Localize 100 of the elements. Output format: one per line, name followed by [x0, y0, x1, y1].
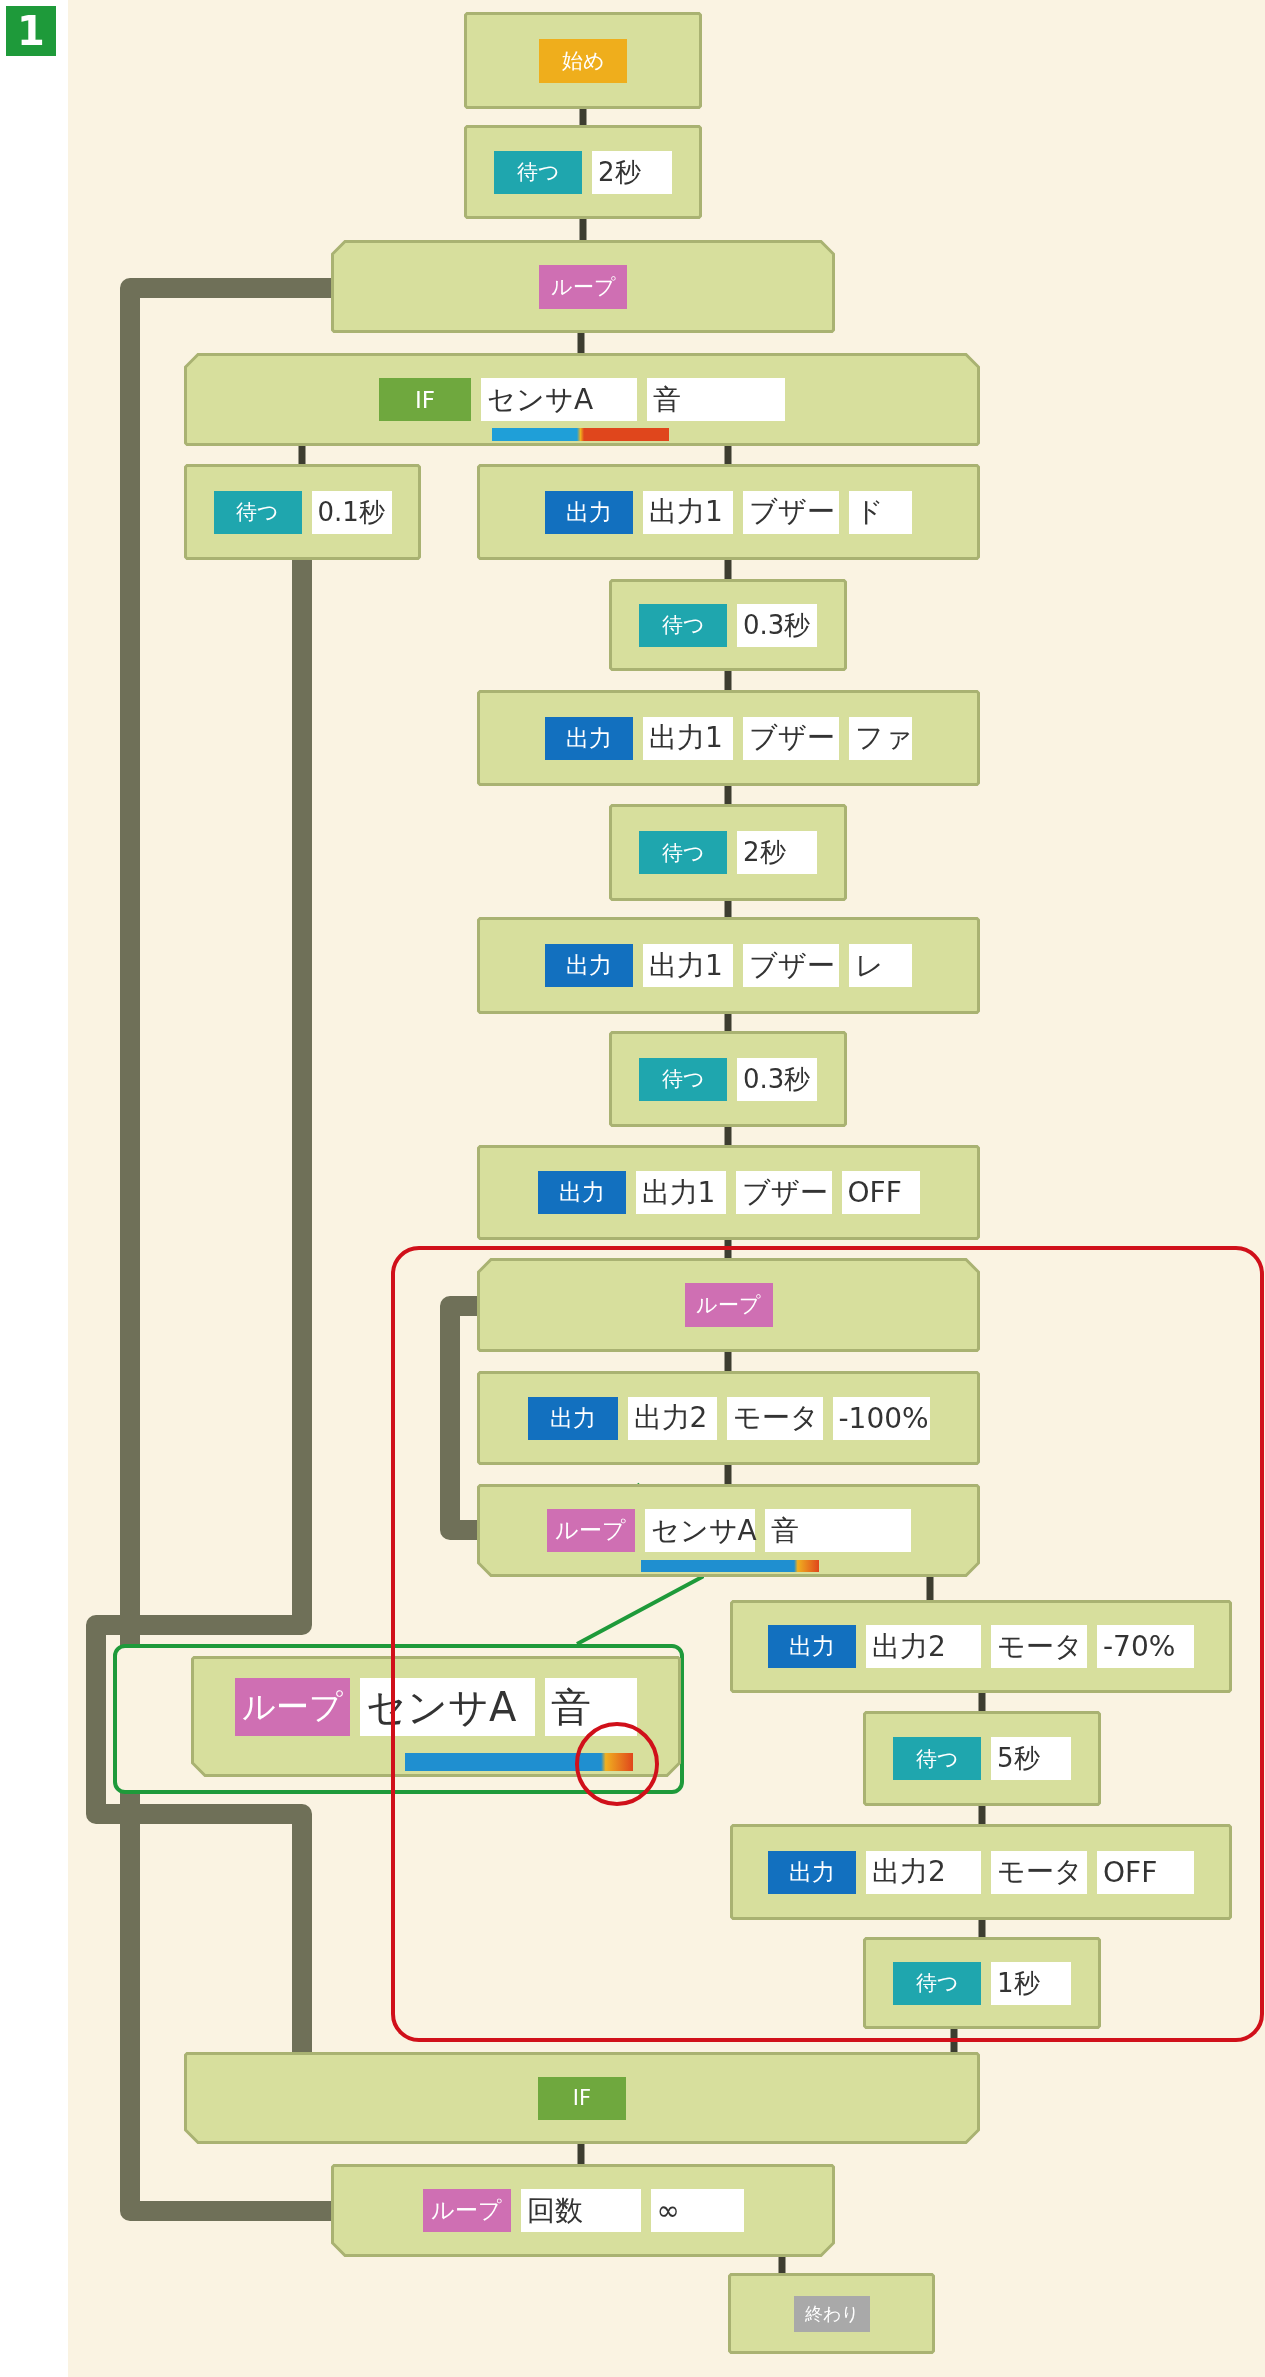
- program-block: [477, 917, 980, 1014]
- program-block: [863, 1711, 1101, 1806]
- value-field: ド: [849, 490, 912, 534]
- program-block: [191, 1656, 681, 1777]
- command-tag: 出力: [545, 490, 633, 534]
- program-block: [477, 464, 980, 560]
- connector-tab: [579, 219, 587, 240]
- loop-line: [86, 560, 312, 2052]
- program-block: [184, 464, 421, 560]
- program-block: [477, 1145, 980, 1240]
- program-block: [730, 1824, 1232, 1920]
- command-tag: 待つ: [639, 831, 727, 874]
- value-field: 0.3秒: [737, 603, 817, 647]
- command-tag: ループ: [539, 264, 627, 309]
- loop-line: [440, 1296, 477, 1540]
- level-bar: [405, 1753, 633, 1771]
- value-field: -70%: [1097, 1625, 1194, 1668]
- value-field: 音: [764, 1509, 911, 1552]
- program-block: [464, 12, 702, 109]
- value-field: センサA: [644, 1509, 755, 1552]
- program-block: [863, 1937, 1101, 2029]
- command-tag: ループ: [235, 1678, 350, 1736]
- program-block: [477, 1371, 980, 1465]
- value-field: ブザー: [743, 490, 839, 534]
- connector-tab: [724, 901, 732, 917]
- connector-tab: [724, 671, 732, 690]
- command-tag: IF: [538, 2076, 626, 2120]
- program-block: [609, 804, 847, 901]
- value-field: モータ: [726, 1396, 823, 1440]
- command-tag: 出力: [768, 1850, 856, 1894]
- value-field: 音: [545, 1678, 637, 1736]
- command-tag: 出力: [768, 1625, 856, 1668]
- connector-tab: [724, 1014, 732, 1031]
- program-block: [730, 1600, 1232, 1693]
- program-block: [184, 2052, 980, 2144]
- connector-tab: [579, 109, 587, 125]
- connector-tab: [724, 446, 732, 464]
- value-field: 5秒: [991, 1737, 1071, 1780]
- command-tag: 待つ: [639, 603, 727, 647]
- command-tag: IF: [379, 378, 471, 421]
- program-block: [609, 1031, 847, 1127]
- program-block: [184, 353, 980, 446]
- step-number: 1: [6, 6, 56, 56]
- command-tag: 出力: [527, 1396, 618, 1440]
- command-tag: 終わり: [793, 2295, 870, 2332]
- connector-tab: [778, 2257, 786, 2273]
- connector-tab: [926, 1577, 934, 1600]
- value-field: OFF: [841, 1171, 920, 1214]
- connector-tab: [950, 2029, 958, 2052]
- value-field: ファ: [849, 716, 912, 760]
- program-block: [331, 240, 835, 333]
- program-block: [331, 2164, 835, 2257]
- command-tag: 出力: [545, 716, 633, 760]
- connector-tab: [978, 1806, 986, 1824]
- command-tag: 始め: [539, 38, 627, 83]
- connector-tab: [577, 2144, 585, 2164]
- value-field: モータ: [991, 1850, 1087, 1894]
- program-block: [477, 1258, 980, 1352]
- command-tag: 待つ: [213, 490, 302, 534]
- command-tag: ループ: [684, 1283, 773, 1327]
- program-block: [477, 1484, 980, 1577]
- value-field: 1秒: [991, 1961, 1071, 2005]
- value-field: 回数: [520, 2189, 641, 2232]
- value-field: 出力1: [643, 716, 733, 760]
- value-field: OFF: [1097, 1850, 1194, 1894]
- value-field: 2秒: [592, 150, 672, 194]
- value-field: 出力1: [643, 490, 733, 534]
- value-field: 0.3秒: [737, 1057, 817, 1101]
- command-tag: ループ: [422, 2189, 511, 2232]
- program-block: [728, 2273, 935, 2354]
- value-field: ブザー: [735, 1171, 832, 1214]
- value-field: 出力2: [866, 1850, 981, 1894]
- connector-tab: [298, 446, 306, 464]
- program-block: [464, 125, 702, 219]
- value-field: ∞: [650, 2189, 744, 2232]
- value-field: ブザー: [743, 716, 839, 760]
- command-tag: 待つ: [494, 150, 582, 194]
- command-tag: 待つ: [893, 1737, 981, 1780]
- value-field: 出力2: [866, 1625, 981, 1668]
- command-tag: 出力: [545, 944, 633, 987]
- value-field: -100%: [832, 1396, 930, 1440]
- program-block: [477, 690, 980, 786]
- value-field: センサA: [481, 378, 637, 421]
- connector-tab: [724, 1127, 732, 1145]
- callout-frame: [113, 1644, 684, 1794]
- value-field: 音: [647, 378, 785, 421]
- loop-line: [120, 278, 331, 2221]
- value-field: 出力2: [627, 1396, 717, 1440]
- connector-tab: [724, 786, 732, 804]
- value-field: 出力1: [643, 944, 733, 987]
- command-tag: 待つ: [639, 1057, 727, 1101]
- value-field: 0.1秒: [311, 490, 392, 534]
- connector-tab: [724, 560, 732, 579]
- value-field: モータ: [991, 1625, 1087, 1668]
- command-tag: 待つ: [893, 1961, 981, 2005]
- value-field: 2秒: [737, 831, 817, 874]
- connector-tab: [724, 1465, 732, 1484]
- connector-tab: [724, 1352, 732, 1371]
- command-tag: 出力: [537, 1171, 626, 1214]
- connector-tab: [577, 333, 585, 353]
